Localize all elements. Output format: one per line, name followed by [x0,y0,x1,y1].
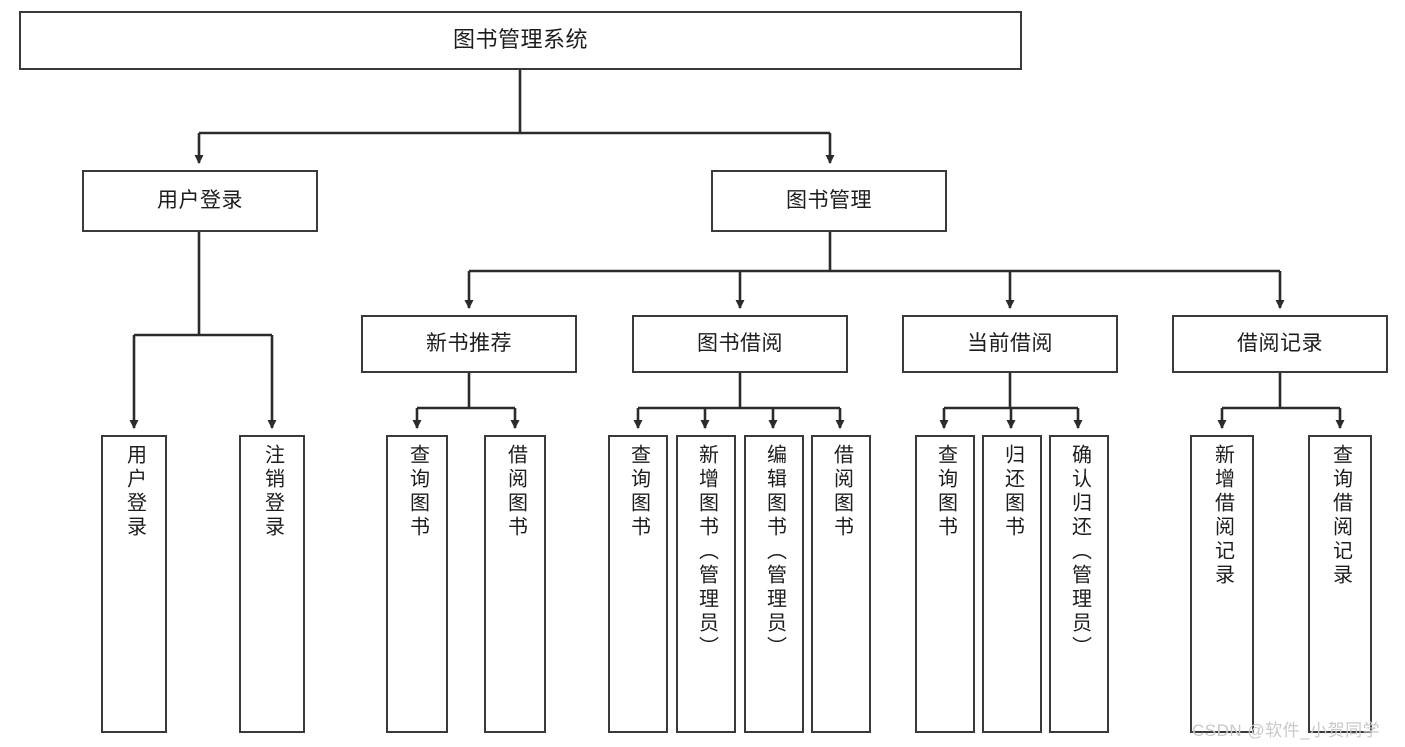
watermark-text: CSDN @软件_小贺同学 [1192,721,1381,740]
node-book-borrow-label: 图书借阅 [697,332,783,356]
node-user-login-label: 用户登录 [157,189,243,213]
node-leaf-add-book[interactable]: 新增图书（管理员） [676,435,736,733]
node-book-management[interactable]: 图书管理 [711,170,947,232]
node-leaf-edit-book[interactable]: 编辑图书（管理员） [744,435,804,733]
node-leaf-user-logout-label: 注销登录 [261,444,284,540]
node-root[interactable]: 图书管理系统 [19,11,1022,70]
node-leaf-user-logout[interactable]: 注销登录 [239,435,305,733]
node-leaf-borrow-book-2-label: 借阅图书 [830,444,853,540]
node-leaf-query-book-2-label: 查询图书 [627,444,650,540]
node-leaf-edit-book-label: 编辑图书（管理员） [763,444,786,660]
node-leaf-return-book[interactable]: 归还图书 [982,435,1042,733]
node-leaf-return-book-label: 归还图书 [1001,444,1024,540]
node-leaf-confirm-return[interactable]: 确认归还（管理员） [1049,435,1109,733]
node-current-borrow[interactable]: 当前借阅 [902,315,1118,373]
node-leaf-borrow-book-1-label: 借阅图书 [504,444,527,540]
node-root-label: 图书管理系统 [452,27,588,53]
node-borrow-record[interactable]: 借阅记录 [1172,315,1388,373]
node-book-management-label: 图书管理 [786,189,872,213]
node-new-book-recommend-label: 新书推荐 [426,332,512,356]
node-book-borrow[interactable]: 图书借阅 [632,315,848,373]
node-leaf-query-book-1-label: 查询图书 [406,444,429,540]
node-leaf-query-book-2[interactable]: 查询图书 [608,435,668,733]
node-leaf-add-record[interactable]: 新增借阅记录 [1190,435,1254,733]
node-leaf-query-book-3[interactable]: 查询图书 [915,435,975,733]
node-new-book-recommend[interactable]: 新书推荐 [361,315,577,373]
node-leaf-query-record[interactable]: 查询借阅记录 [1308,435,1372,733]
node-leaf-borrow-book-1[interactable]: 借阅图书 [484,435,546,733]
node-leaf-query-record-label: 查询借阅记录 [1329,444,1352,588]
node-leaf-user-login-label: 用户登录 [123,444,146,540]
node-leaf-query-book-1[interactable]: 查询图书 [386,435,448,733]
node-leaf-add-book-label: 新增图书（管理员） [695,444,718,660]
node-current-borrow-label: 当前借阅 [967,332,1053,356]
node-borrow-record-label: 借阅记录 [1237,332,1323,356]
node-user-login[interactable]: 用户登录 [82,170,318,232]
node-leaf-query-book-3-label: 查询图书 [934,444,957,540]
node-leaf-user-login[interactable]: 用户登录 [101,435,167,733]
node-leaf-confirm-return-label: 确认归还（管理员） [1068,444,1091,660]
node-leaf-borrow-book-2[interactable]: 借阅图书 [811,435,871,733]
node-leaf-add-record-label: 新增借阅记录 [1211,444,1234,588]
